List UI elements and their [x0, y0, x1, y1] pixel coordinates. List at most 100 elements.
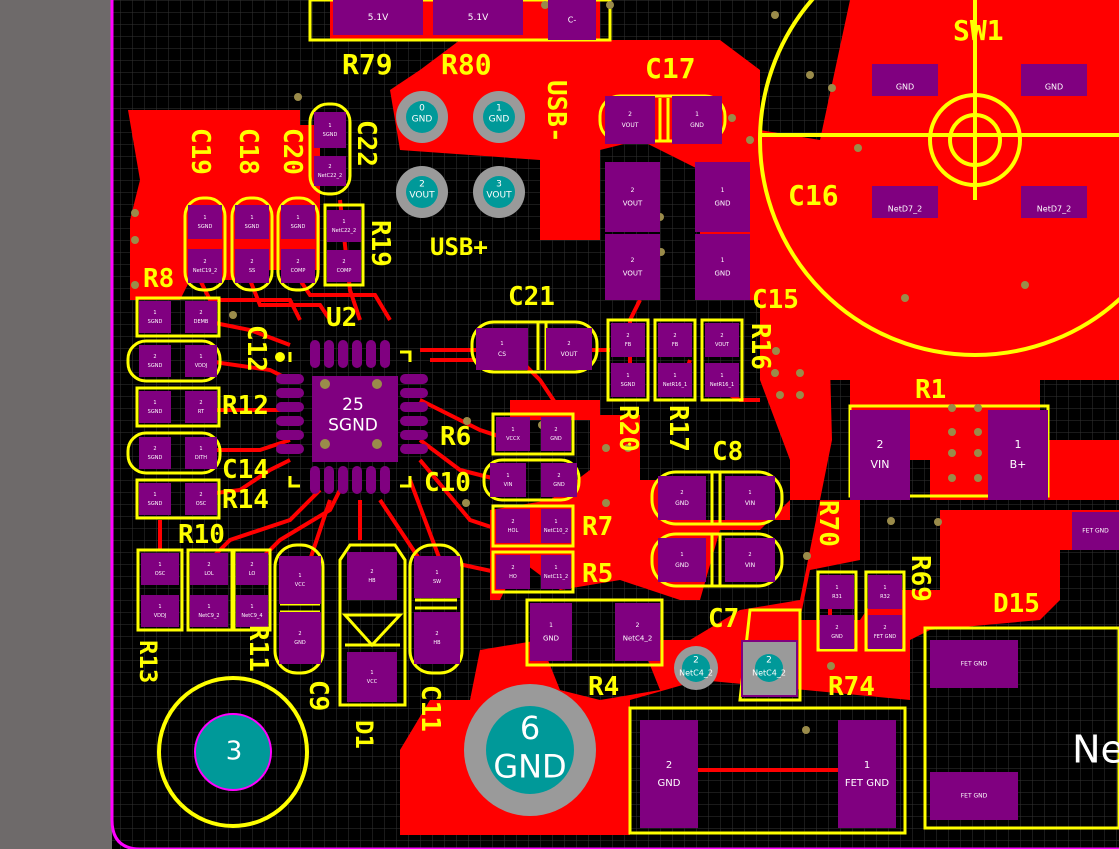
pad-number: 1: [695, 111, 699, 118]
pad-number: 1: [864, 760, 870, 771]
designator-r74: R74: [828, 672, 875, 702]
designator-c10: C10: [424, 468, 471, 498]
designator-c11: C11: [415, 685, 445, 732]
pad-number: 2: [631, 257, 635, 264]
pad-number: 1: [250, 604, 253, 610]
pad-net: NetD7_2: [888, 205, 922, 214]
pad-net: SGND: [148, 319, 163, 325]
pad-number: 2: [199, 492, 202, 498]
pad-number: 2: [328, 164, 331, 170]
pad-net: HO: [509, 574, 517, 580]
pad-number: 1: [500, 341, 503, 347]
pad-number: 2: [250, 259, 253, 265]
pad-number: 2: [636, 622, 640, 629]
mount-hole-3: [157, 676, 309, 828]
hole-net: VOUT: [486, 190, 512, 200]
pad-net: HB: [368, 578, 376, 584]
pad-net: FET GND: [845, 778, 890, 789]
pad-5-1v: 5.1V: [333, 0, 423, 35]
pad-net: VIN: [871, 458, 890, 471]
pad-rt: 2RT: [185, 391, 217, 423]
designator-r16: R16: [745, 323, 775, 370]
designator-c12: C12: [241, 325, 271, 372]
pad-net: NetR16_1: [710, 382, 734, 388]
pad-number: 2: [153, 354, 156, 360]
designator-c18: C18: [233, 128, 263, 175]
pad-number: 1: [158, 562, 161, 568]
designator-r10: R10: [178, 520, 225, 550]
pad-net: NetR16_1: [663, 382, 687, 388]
pad-number: 2: [628, 111, 632, 118]
pad-net: NetC9_2: [198, 613, 219, 619]
pad-fet-gnd: FET GND: [930, 772, 1018, 820]
pad-number: 1: [554, 565, 557, 571]
pad-net: SGND: [245, 224, 260, 230]
pad-net: VCCX: [506, 436, 520, 442]
pad-lo: 2LO: [236, 553, 268, 585]
designator-c22: C22: [351, 120, 381, 167]
pad-net: DITH: [195, 455, 207, 461]
hole-net: GND: [412, 114, 433, 124]
pad-net: R32: [880, 594, 890, 600]
pad-number: 1: [511, 427, 514, 433]
pad-net: VOUT: [715, 342, 730, 348]
designator-r70: R70: [813, 500, 843, 547]
pad-number: 2: [557, 473, 560, 479]
hole-net: VOUT: [409, 190, 435, 200]
pad-number: 2: [835, 625, 838, 631]
pad-number: 1: [328, 123, 331, 129]
designator-sw1: SW1: [953, 14, 1004, 47]
pad-net: SGND: [621, 382, 636, 388]
pad-net: R31: [832, 594, 842, 600]
pad-net: LOL: [204, 571, 214, 577]
pad-number: 1: [199, 354, 202, 360]
hole-number: 3: [496, 180, 502, 190]
pad-c-: C-: [548, 0, 596, 40]
pad-net: NetD7_2: [1037, 205, 1071, 214]
pad-number: 1: [199, 446, 202, 452]
designator-c15: C15: [752, 285, 799, 315]
pad-net: GND: [658, 778, 681, 789]
hole-label: 3: [226, 737, 243, 767]
pad-number: 1: [506, 473, 509, 479]
designator-r17: R17: [663, 405, 693, 452]
pad-net: NetC9_4: [241, 613, 262, 619]
pad-number: 1: [298, 573, 301, 579]
pad-number: 2: [748, 552, 751, 558]
pad-net: NetC19_2: [193, 268, 217, 274]
pad-net: GND: [675, 562, 689, 569]
designator-c14: C14: [222, 455, 269, 485]
pad-net: NetC22_2: [332, 228, 356, 234]
pad-number: 2: [511, 519, 514, 525]
pad-fb: 2FB: [611, 323, 645, 357]
smd-pad-layer: 5.1V5.1VC-1GND3GND2NetD7_24NetD7_22VOUT1…: [139, 0, 1119, 828]
pad-number: 2: [666, 760, 672, 771]
pad-number: 2: [883, 625, 886, 631]
pad-net: GND: [714, 269, 730, 277]
pad-number: 1: [203, 215, 206, 221]
pad-net: 5.1V: [468, 13, 489, 23]
pad-number: 2: [631, 187, 635, 194]
pad-net: NetC4_2: [623, 634, 653, 642]
